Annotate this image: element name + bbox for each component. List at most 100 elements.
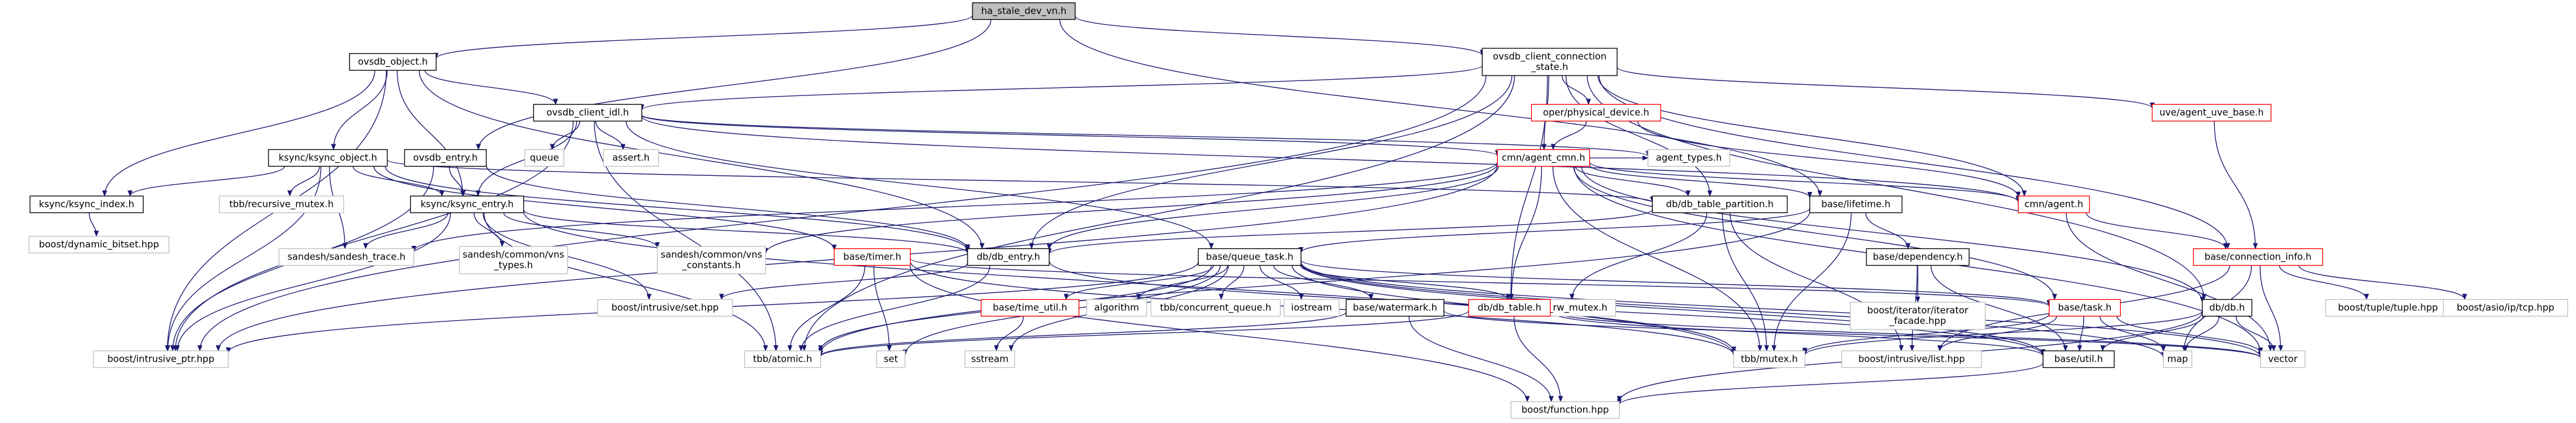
edge-base_watermark-to-boost_function: [1408, 316, 1554, 403]
node-box: [1346, 299, 1445, 317]
node-db-table-partition[interactable]: db/db_table_partition.h: [1652, 195, 1788, 214]
node-boost-function[interactable]: boost/function.hpp: [1510, 401, 1620, 419]
node-ksync-index[interactable]: ksync/ksync_index.h: [29, 195, 144, 214]
edge-base_watermark-to-tbb_atomic: [818, 312, 1347, 357]
node-box: [2260, 350, 2306, 368]
node-boost-tuple[interactable]: boost/tuple/tuple.hpp: [2325, 299, 2451, 317]
node-cmn-agent-cmn[interactable]: cmn/agent_cmn.h: [1496, 149, 1591, 167]
node-set[interactable]: set: [876, 350, 906, 368]
node-base-watermark[interactable]: base/watermark.h: [1346, 299, 1445, 317]
node-label: _types.h: [493, 259, 533, 271]
node-tbb-mutex[interactable]: tbb/mutex.h: [1733, 350, 1806, 368]
node-box: [533, 103, 643, 122]
node-box: [524, 149, 565, 167]
edge-base_task-to-map: [2099, 316, 2166, 352]
edge-ksync_entry-to-tbb_mutex: [523, 211, 1737, 356]
node-base-timer[interactable]: base/timer.h: [833, 248, 911, 266]
node-algorithm[interactable]: algorithm: [1086, 299, 1148, 317]
node-label: ha_stale_dev_vn.h: [981, 6, 1067, 17]
node-box: [1510, 401, 1620, 419]
node-box: [964, 350, 1015, 368]
node-queue[interactable]: queue: [524, 149, 565, 167]
edge-db_db-to-tbb_mutex: [1802, 310, 2203, 356]
node-base-time-util[interactable]: base/time_util.h: [981, 299, 1080, 317]
node-oper-physical[interactable]: oper/physical_device.h: [1531, 103, 1662, 122]
edge-ksync_entry-to-tbb_atomic: [483, 212, 768, 352]
node-tbb-concurrent[interactable]: tbb/concurrent_queue.h: [1150, 299, 1281, 317]
node-ksync-entry[interactable]: ksync/ksync_entry.h: [410, 195, 525, 214]
node-label: queue: [530, 152, 559, 164]
node-db-table[interactable]: db/db_table.h: [1468, 299, 1551, 317]
node-ovsdb-entry[interactable]: ovsdb_entry.h: [404, 149, 487, 167]
node-box: [93, 350, 229, 368]
edge-ksync_entry-to-boost_intrusive_ptr: [174, 212, 451, 352]
node-label: boost/tuple/tuple.hpp: [2338, 302, 2438, 313]
node-sstream[interactable]: sstream: [964, 350, 1015, 368]
node-base-dependency[interactable]: base/dependency.h: [1866, 248, 1970, 266]
node-boost-dynamic[interactable]: boost/dynamic_bitset.hpp: [28, 235, 170, 254]
node-label: base/time_util.h: [993, 302, 1067, 314]
node-ksync-object[interactable]: ksync/ksync_object.h: [268, 149, 388, 167]
node-db-db[interactable]: db/db.h: [2202, 299, 2252, 317]
edge-ksync_entry-to-sandesh_vns_const: [503, 212, 660, 249]
node-sandesh-vns-types[interactable]: sandesh/common/vns_types.h: [458, 246, 569, 274]
edge-base_time_util-to-sstream: [994, 316, 1024, 352]
node-base-conn-info[interactable]: base/connection_info.h: [2192, 248, 2324, 266]
node-boost-asio[interactable]: boost/asio/ip/tcp.hpp: [2442, 299, 2569, 317]
node-base-task[interactable]: base/task.h: [2048, 299, 2121, 317]
node-uve-agent[interactable]: uve/agent_uve_base.h: [2152, 103, 2272, 122]
edge-base_queue_task-to-tbb_spin: [1300, 265, 1511, 300]
node-cmn-agent[interactable]: cmn/agent.h: [2017, 195, 2090, 214]
node-box: [218, 195, 345, 214]
edge-ovsdb_entry-to-ksync_entry: [449, 166, 466, 197]
node-box: [981, 299, 1080, 317]
edge-ovsdb_ccs-to-db_entry: [1029, 75, 1513, 250]
node-box: [1198, 248, 1302, 266]
node-boost-intrusive-set[interactable]: boost/intrusive/set.hpp: [597, 299, 733, 317]
edge-ovsdb_client_idl-to-assert: [595, 121, 626, 150]
node-base-lifetime[interactable]: base/lifetime.h: [1809, 195, 1903, 214]
node-ovsdb-client-idl[interactable]: ovsdb_client_idl.h: [533, 103, 643, 122]
node-base-queue-task[interactable]: base/queue_task.h: [1198, 248, 1302, 266]
node-label: _facade.hpp: [1889, 315, 1946, 327]
node-iostream[interactable]: iostream: [1283, 299, 1340, 317]
header-file-nodes: ha_stale_dev_vn.h ovsdb_object.h ovsdb_cli…: [28, 2, 2569, 419]
edge-base_queue_task-to-vector: [1300, 262, 2263, 358]
node-label: boost/intrusive/set.hpp: [611, 302, 718, 313]
node-boost-iterator[interactable]: boost/iterator/iterator_facade.hpp: [1850, 302, 1986, 330]
node-agent-types[interactable]: agent_types.h: [1647, 149, 1730, 167]
node-box: [833, 248, 911, 266]
node-ovsdb-object[interactable]: ovsdb_object.h: [349, 53, 437, 71]
edge-ovsdb_object-to-ovsdb_client_idl: [424, 70, 559, 105]
node-vector[interactable]: vector: [2260, 350, 2306, 368]
node-label: boost/intrusive/list.hpp: [1858, 354, 1965, 365]
node-label: tbb/recursive_mutex.h: [230, 199, 334, 211]
edge-base_timer-to-tbb_atomic: [787, 265, 865, 352]
node-base-util[interactable]: base/util.h: [2042, 350, 2115, 368]
edge-base_lifetime-to-base_dependency: [1865, 212, 1911, 250]
edge-oper_physical-to-cmn_agent_cmn: [1550, 121, 1587, 150]
node-boost-intrusive-ptr[interactable]: boost/intrusive_ptr.hpp: [93, 350, 229, 368]
node-boost-intrusive-list[interactable]: boost/intrusive/list.hpp: [1841, 350, 1982, 368]
node-ovsdb-ccs[interactable]: ovsdb_client_connection_state.h: [1482, 48, 1618, 76]
edge-db_table_partition-to-tbb_mutex: [1722, 212, 1769, 352]
edge-cmn_agent_cmn-to-sandesh_vns_const: [763, 164, 1498, 255]
node-box: [2017, 195, 2090, 214]
node-sandesh-vns-const[interactable]: sandesh/common/vns_constants.h: [656, 246, 766, 274]
node-label: tbb/mutex.h: [1741, 354, 1798, 365]
edge-base_conn_info-to-vector: [2259, 265, 2283, 352]
node-tbb-recursive[interactable]: tbb/recursive_mutex.h: [218, 195, 345, 214]
edge-ovsdb_client_idl-to-queue: [549, 121, 580, 150]
node-sandesh-trace[interactable]: sandesh/sandesh_trace.h: [278, 248, 414, 266]
node-box: [1652, 195, 1788, 214]
edge-db_db-to-base_util: [2100, 316, 2204, 352]
node-map[interactable]: map: [2163, 350, 2192, 368]
edge-cmn_agent_cmn-to-cmn_agent: [1589, 162, 2021, 202]
node-label: db/db.h: [2209, 302, 2244, 313]
edge-ovsdb_client_idl-to-base_queue_task: [625, 121, 1214, 250]
edge-cmn_agent_cmn-to-db_entry: [1047, 166, 1499, 250]
node-tbb-atomic[interactable]: tbb/atomic.h: [744, 350, 822, 368]
node-assert[interactable]: assert.h: [603, 149, 659, 167]
node-label: agent_types.h: [1656, 152, 1722, 164]
node-db-entry[interactable]: db/db_entry.h: [967, 248, 1050, 266]
